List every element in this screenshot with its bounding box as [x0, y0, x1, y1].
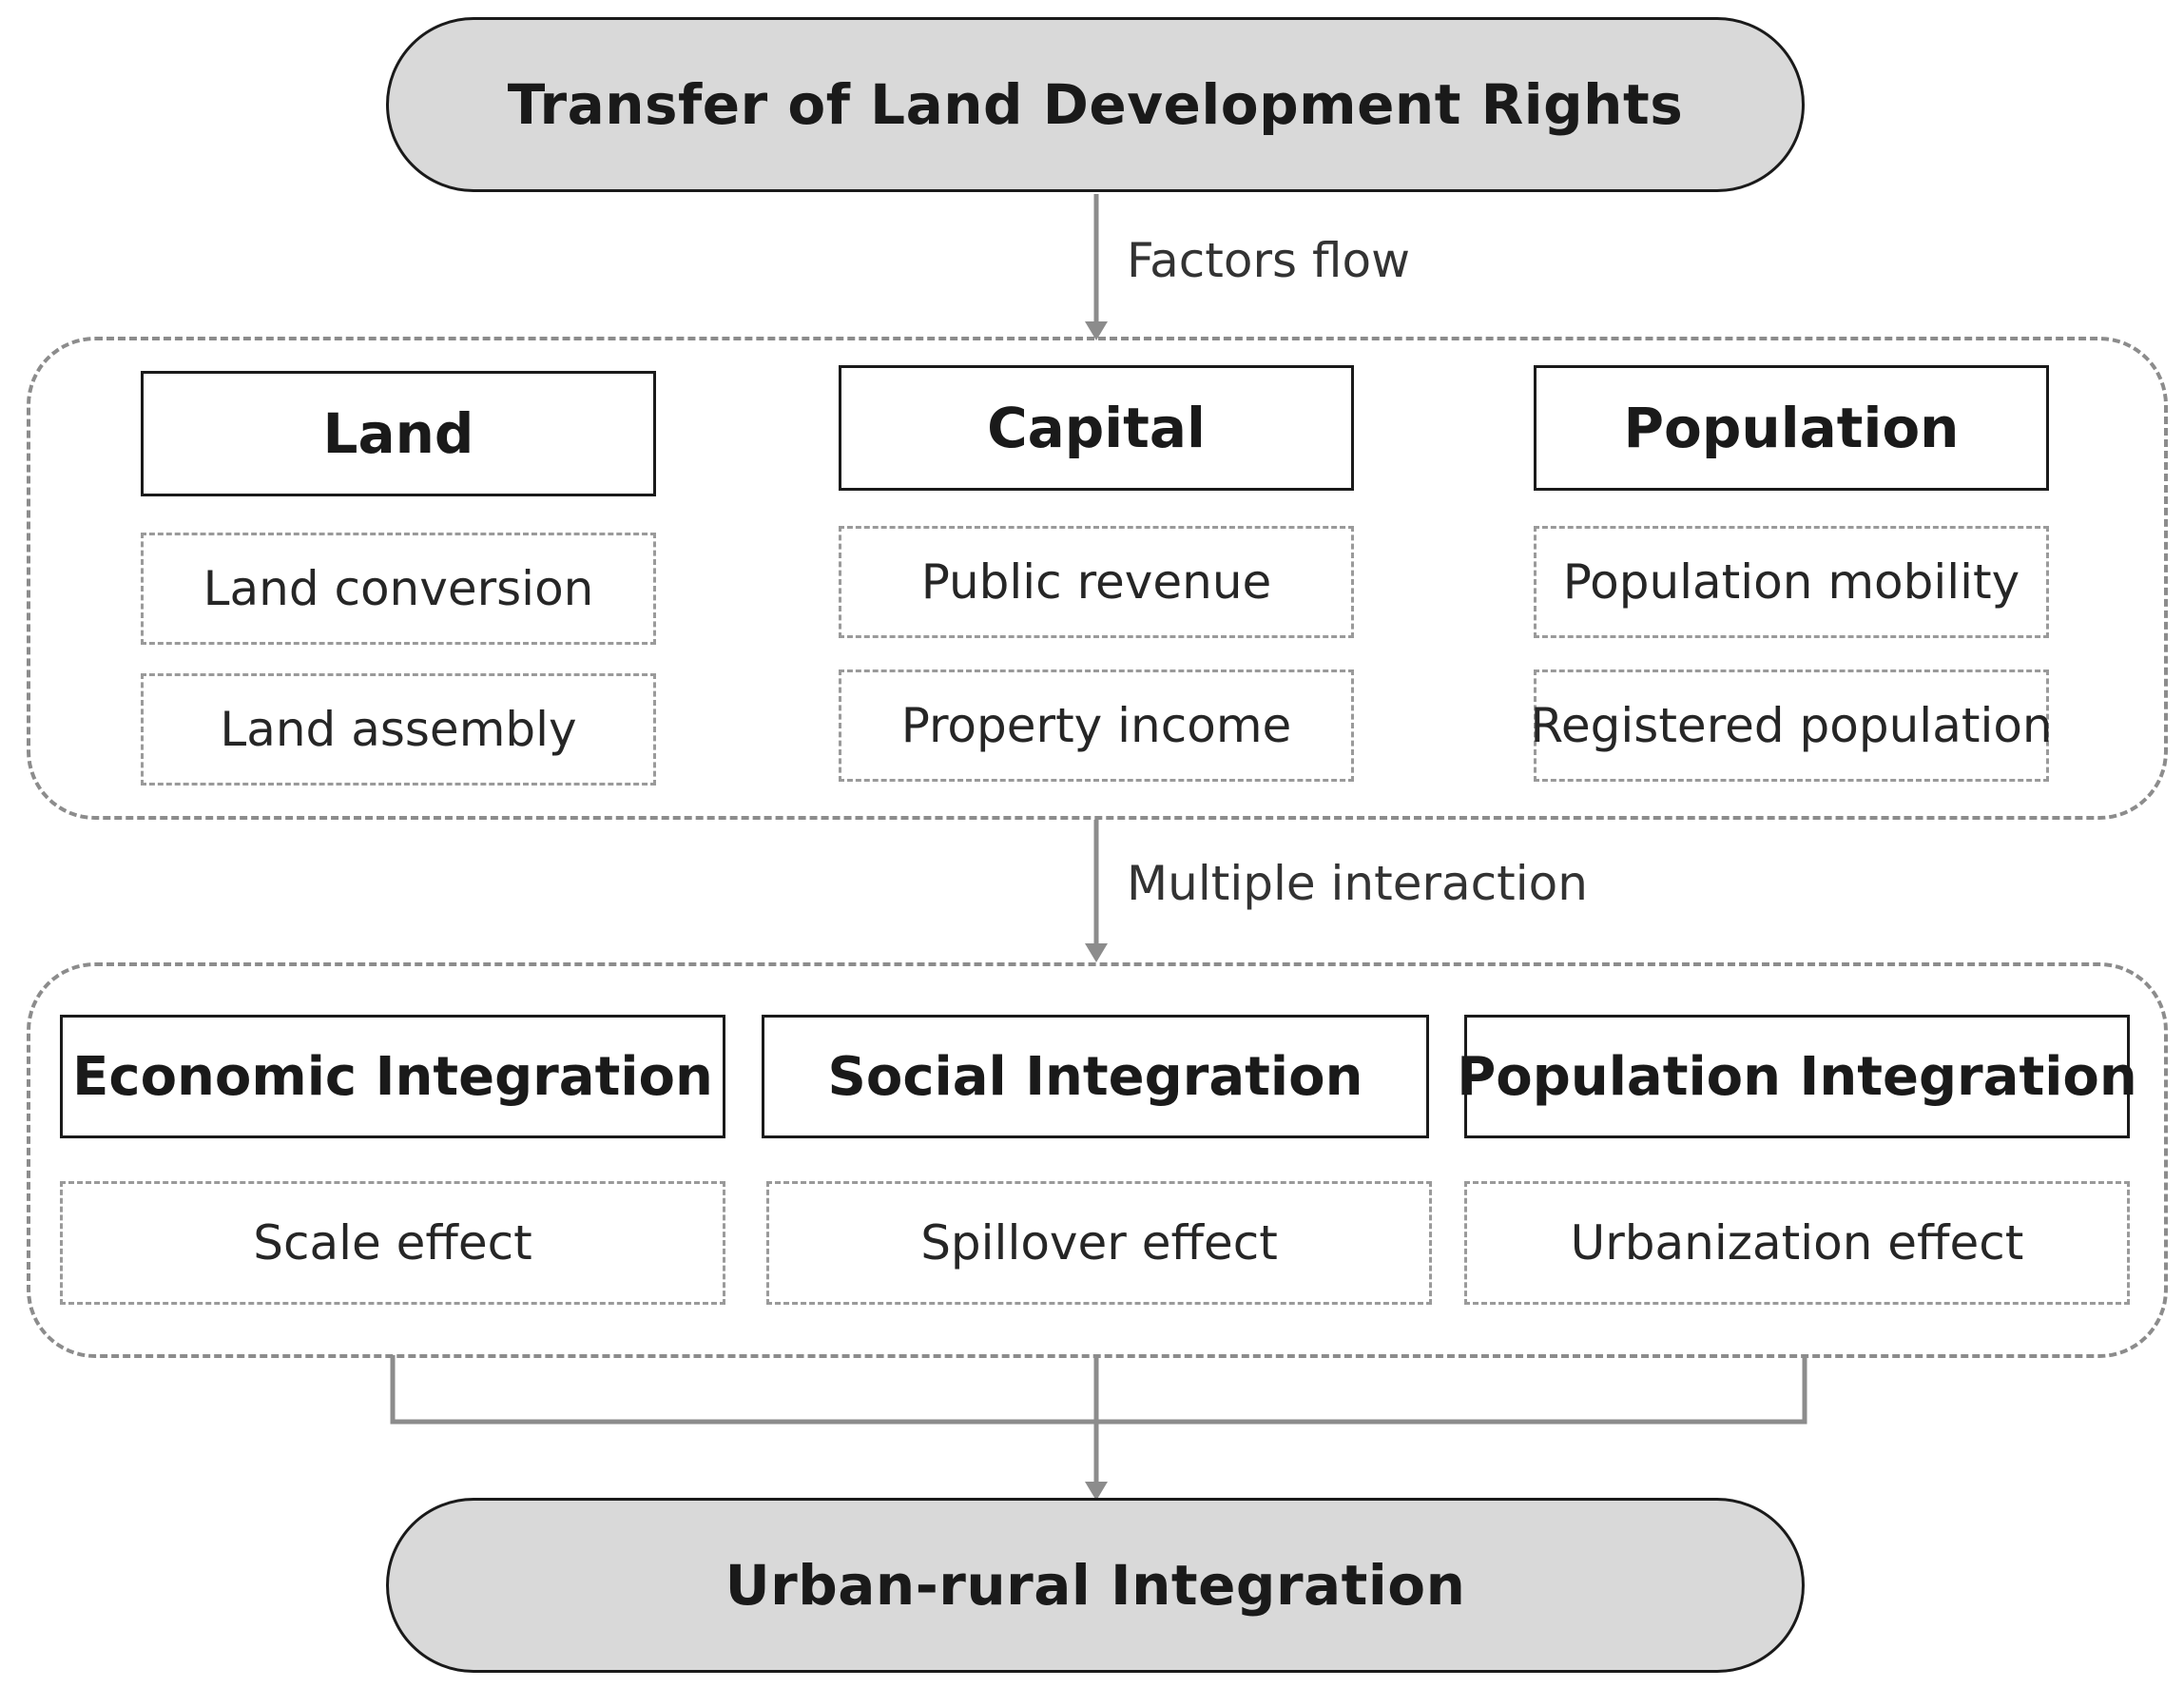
merge-bracket — [390, 1355, 1807, 1501]
factor-title-land: Land — [141, 371, 656, 496]
factor-item-land-conversion: Land conversion — [141, 533, 656, 645]
factor-item-population-mobility: Population mobility — [1534, 526, 2049, 638]
arrow-head-3 — [1085, 1482, 1108, 1501]
factor-title-capital: Capital — [839, 365, 1354, 491]
integration-effect-spillover: Spillover effect — [766, 1181, 1432, 1305]
integration-effect-urbanization: Urbanization effect — [1464, 1181, 2130, 1305]
factors-group — [27, 337, 2168, 820]
integrations-group — [27, 962, 2168, 1358]
integration-title-population: Population Integration — [1457, 1015, 2137, 1138]
factor-title-population: Population — [1534, 365, 2049, 491]
arrow-head-1 — [1085, 321, 1108, 340]
integration-effect-scale: Scale effect — [60, 1181, 725, 1305]
integration-title-economic: Economic Integration — [60, 1015, 725, 1138]
factor-item-public-revenue: Public revenue — [839, 526, 1354, 638]
factor-item-property-income: Property income — [839, 669, 1354, 782]
factor-item-registered-population: Registered population — [1530, 669, 2053, 782]
arrow-multiple-interaction — [1085, 820, 1108, 962]
arrow-head-2 — [1085, 943, 1108, 962]
bottom-node-label: Urban-rural Integration — [725, 1553, 1466, 1618]
flow-label-interaction: Multiple interaction — [1127, 856, 1588, 911]
top-node: Transfer of Land Development Rights — [386, 17, 1805, 192]
top-node-label: Transfer of Land Development Rights — [507, 72, 1684, 137]
arrow-factors-flow — [1085, 194, 1108, 340]
flow-label-factors: Factors flow — [1127, 233, 1410, 288]
factor-item-land-assembly: Land assembly — [141, 673, 656, 786]
bottom-node: Urban-rural Integration — [386, 1498, 1805, 1673]
integration-title-social: Social Integration — [762, 1015, 1429, 1138]
